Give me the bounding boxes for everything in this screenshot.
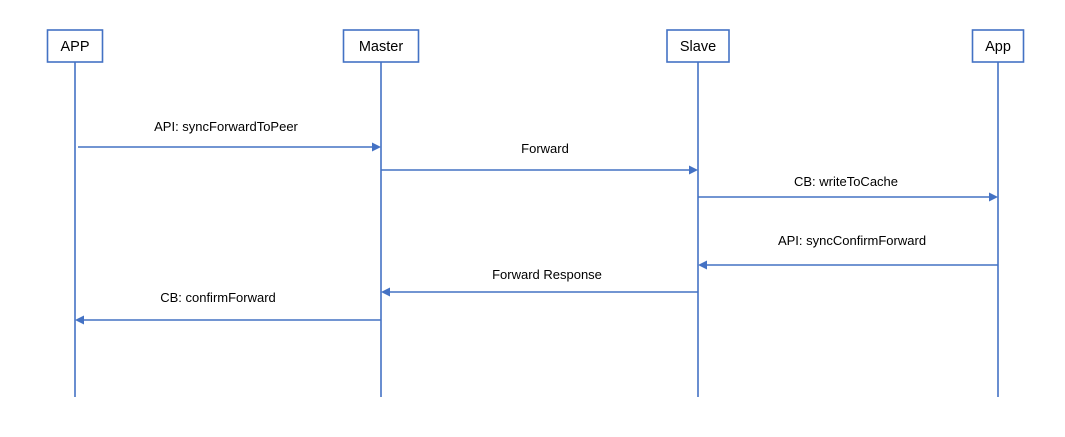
message-m6[interactable]: CB: confirmForward xyxy=(75,290,381,325)
participant-app_right[interactable]: App xyxy=(971,29,1025,63)
participant-label-app_right: App xyxy=(985,39,1011,55)
participants-group: APP Master Slave App xyxy=(46,29,1025,63)
message-label-m6: CB: confirmForward xyxy=(160,290,276,305)
participant-box-master[interactable] xyxy=(342,29,420,63)
participant-box-slave[interactable] xyxy=(666,29,730,63)
message-label-m3: CB: writeToCache xyxy=(794,174,898,189)
arrow-head-m3 xyxy=(989,192,998,202)
message-label-m2: Forward xyxy=(521,141,569,156)
message-m1[interactable]: API: syncForwardToPeer xyxy=(78,119,381,152)
participant-box-app_left[interactable] xyxy=(46,29,104,63)
arrow-head-m2 xyxy=(689,165,698,175)
message-m3[interactable]: CB: writeToCache xyxy=(698,174,998,202)
participant-slave[interactable]: Slave xyxy=(666,29,730,63)
participant-label-master: Master xyxy=(359,39,403,55)
participant-label-slave: Slave xyxy=(680,39,716,55)
lifelines-group xyxy=(74,62,999,397)
participant-master[interactable]: Master xyxy=(342,29,420,63)
message-label-m1: API: syncForwardToPeer xyxy=(154,119,298,134)
message-label-m5: Forward Response xyxy=(492,267,602,282)
message-m2[interactable]: Forward xyxy=(381,141,698,175)
arrow-head-m6 xyxy=(75,315,84,325)
message-m5[interactable]: Forward Response xyxy=(381,267,698,297)
participant-label-app_left: APP xyxy=(60,39,89,55)
message-label-m4: API: syncConfirmForward xyxy=(778,233,926,248)
message-m4[interactable]: API: syncConfirmForward xyxy=(698,233,998,270)
participant-app_left[interactable]: APP xyxy=(46,29,104,63)
arrow-head-m4 xyxy=(698,260,707,270)
arrow-head-m1 xyxy=(372,142,381,152)
arrow-head-m5 xyxy=(381,287,390,297)
participant-box-app_right[interactable] xyxy=(971,29,1025,63)
